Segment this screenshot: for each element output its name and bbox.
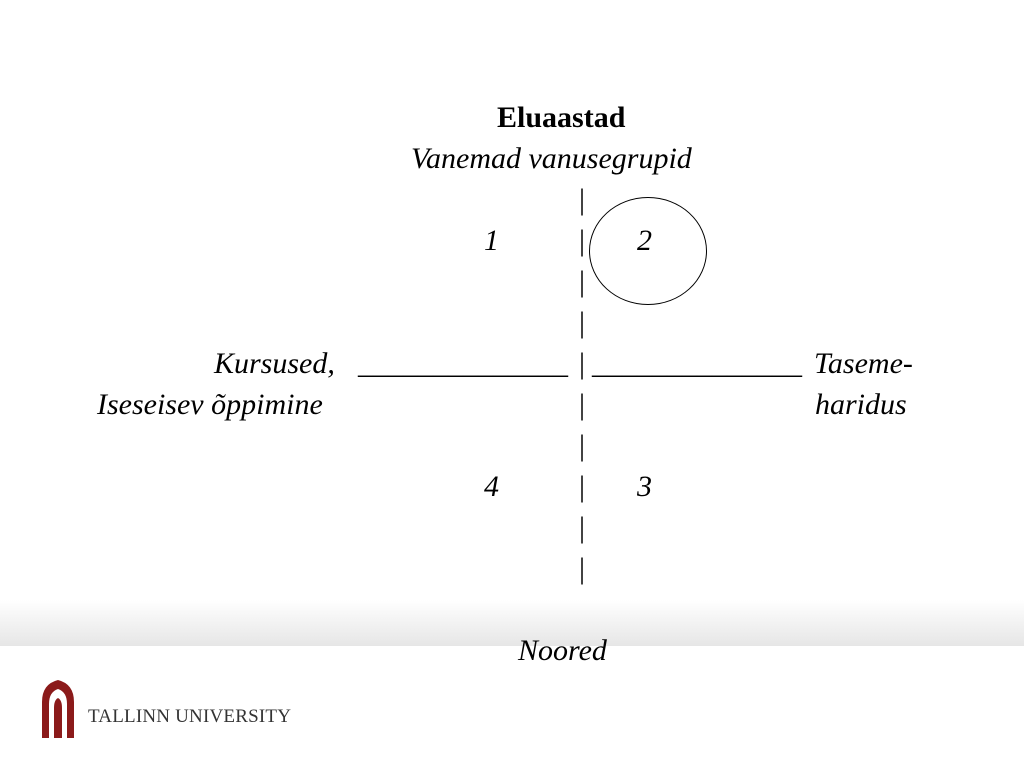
horizontal-axis-left: ______________ xyxy=(358,347,568,380)
vertical-axis-tick: | xyxy=(578,183,585,216)
horizontal-axis-right: ______________ xyxy=(592,347,802,380)
right-axis-label-line1: Taseme- xyxy=(814,347,913,380)
arch-logo-icon xyxy=(42,680,74,738)
left-axis-label-line1: Kursused, xyxy=(214,347,335,380)
quadrant-1-label: 1 xyxy=(484,224,499,257)
vertical-axis-tick: | xyxy=(578,224,585,257)
axis-center-tick: | xyxy=(578,347,585,380)
vertical-axis-tick: | xyxy=(578,388,585,421)
vertical-axis-tick: | xyxy=(578,511,585,544)
quadrant-3-label: 3 xyxy=(637,470,652,503)
logo-wordmark: TALLINN UNIVERSITY xyxy=(88,706,292,727)
diagram-title: Eluaastad xyxy=(497,101,626,134)
vertical-axis-tick: | xyxy=(578,470,585,503)
bottom-axis-label: Noored xyxy=(518,634,607,667)
vertical-axis-tick: | xyxy=(578,552,585,585)
top-axis-label: Vanemad vanusegrupid xyxy=(411,142,692,175)
tallinn-university-logo xyxy=(38,678,78,745)
left-axis-label-line2: Iseseisev õppimine xyxy=(97,388,323,421)
quadrant-4-label: 4 xyxy=(484,470,499,503)
vertical-axis-tick: | xyxy=(578,265,585,298)
footer-band xyxy=(0,600,1024,646)
right-axis-label-line2: haridus xyxy=(815,388,907,421)
quadrant-2-circle xyxy=(589,197,707,305)
vertical-axis-tick: | xyxy=(578,306,585,339)
vertical-axis-tick: | xyxy=(578,429,585,462)
